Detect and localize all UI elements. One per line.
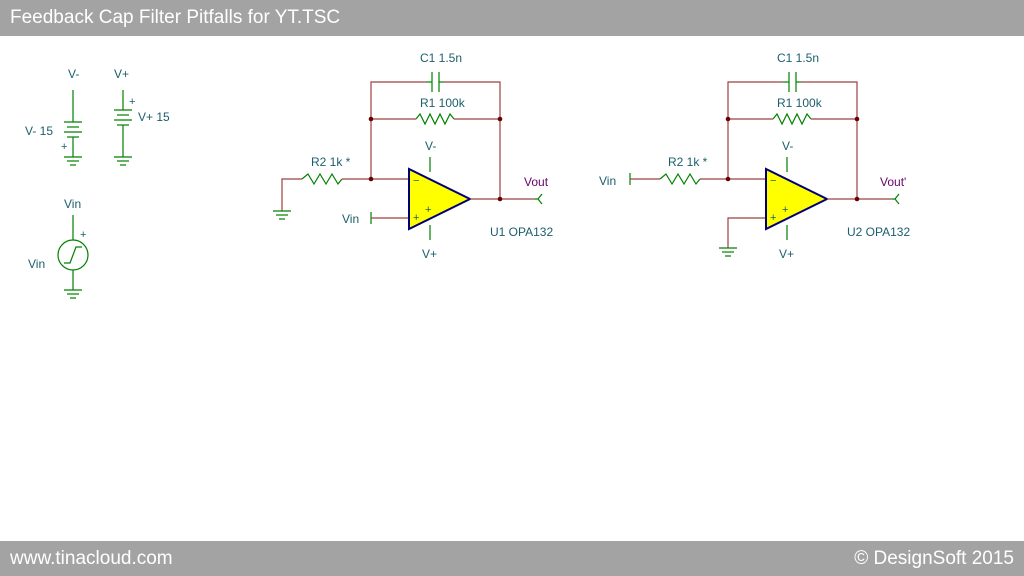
u2-label: U2 OPA132	[847, 225, 910, 239]
resistor-r1-2[interactable]: R1 100k	[772, 96, 823, 126]
resistor-r2-1[interactable]: R2 1k *	[301, 155, 351, 186]
battery-vplus[interactable]: V+ + V+ 15	[114, 67, 170, 166]
opamp-u2[interactable]: − + + V- V+ U2 OPA132	[765, 139, 910, 261]
circuit-2: C1 1.5n R1 100k Vin R2 1k * − + +	[599, 51, 910, 261]
u2-minus-sign: −	[770, 175, 776, 187]
vplus-plus-sign: +	[129, 96, 135, 108]
vin-terminal-label-1: Vin	[342, 212, 359, 226]
resistor-r1-1[interactable]: R1 100k	[415, 96, 466, 126]
battery-vminus[interactable]: V- + V- 15	[25, 67, 82, 166]
vminus-name: V- 15	[25, 124, 53, 138]
u2-plus-sign-2: +	[782, 204, 788, 216]
resistor-r2-2[interactable]: R2 1k *	[659, 155, 708, 186]
footer-site[interactable]: www.tinacloud.com	[10, 547, 173, 569]
r2-label-1: R2 1k *	[311, 155, 351, 169]
step-source-vin[interactable]: Vin + Vin	[28, 197, 89, 299]
u2-vminus-label: V-	[782, 139, 793, 153]
ground-icon	[114, 156, 132, 166]
step-waveform-icon	[64, 246, 82, 264]
r1-label-1: R1 100k	[420, 96, 466, 110]
ground-icon	[273, 210, 291, 220]
footer-bar: www.tinacloud.com © DesignSoft 2015	[0, 541, 1024, 576]
vminus-top-label: V-	[68, 67, 79, 81]
u1-plus-sign-2: +	[425, 204, 431, 216]
c1-label-2: C1 1.5n	[777, 51, 819, 65]
vminus-plus-sign: +	[61, 141, 67, 153]
circuit-1: C1 1.5n R1 100k R2 1k * Vin − +	[273, 51, 553, 261]
ground-icon	[64, 156, 82, 166]
u2-vplus-label: V+	[779, 247, 794, 261]
window-title: Feedback Cap Filter Pitfalls for YT.TSC	[10, 7, 341, 28]
vout-label-1: Vout	[524, 175, 549, 189]
ground-icon	[64, 289, 82, 299]
u1-vminus-label: V-	[425, 139, 436, 153]
output-terminal-icon	[892, 193, 900, 205]
schematic-canvas[interactable]: V- + V- 15 V+ + V+ 15 Vin	[0, 36, 1024, 541]
vplus-name: V+ 15	[138, 110, 170, 124]
title-bar: Feedback Cap Filter Pitfalls for YT.TSC	[0, 0, 1024, 36]
r2-label-2: R2 1k *	[668, 155, 708, 169]
vout-label-2: Vout'	[880, 175, 906, 189]
opamp-u1[interactable]: − + + V- V+ U1 OPA132	[408, 139, 553, 261]
u1-plus-sign: +	[413, 212, 419, 224]
capacitor-c1-2[interactable]: C1 1.5n	[777, 51, 819, 92]
vin-name: Vin	[28, 257, 45, 271]
vplus-top-label: V+	[114, 67, 129, 81]
vin-top-label: Vin	[64, 197, 81, 211]
u2-plus-sign: +	[770, 212, 776, 224]
u1-label: U1 OPA132	[490, 225, 553, 239]
capacitor-c1-1[interactable]: C1 1.5n	[420, 51, 462, 92]
r1-label-2: R1 100k	[777, 96, 823, 110]
footer-copyright: © DesignSoft 2015	[854, 547, 1014, 569]
c1-label-1: C1 1.5n	[420, 51, 462, 65]
u1-vplus-label: V+	[422, 247, 437, 261]
output-terminal-icon	[535, 193, 543, 205]
vin-plus-sign: +	[80, 229, 86, 241]
vin-terminal-label-2: Vin	[599, 174, 616, 188]
u1-minus-sign: −	[413, 175, 419, 187]
ground-icon	[719, 247, 737, 257]
